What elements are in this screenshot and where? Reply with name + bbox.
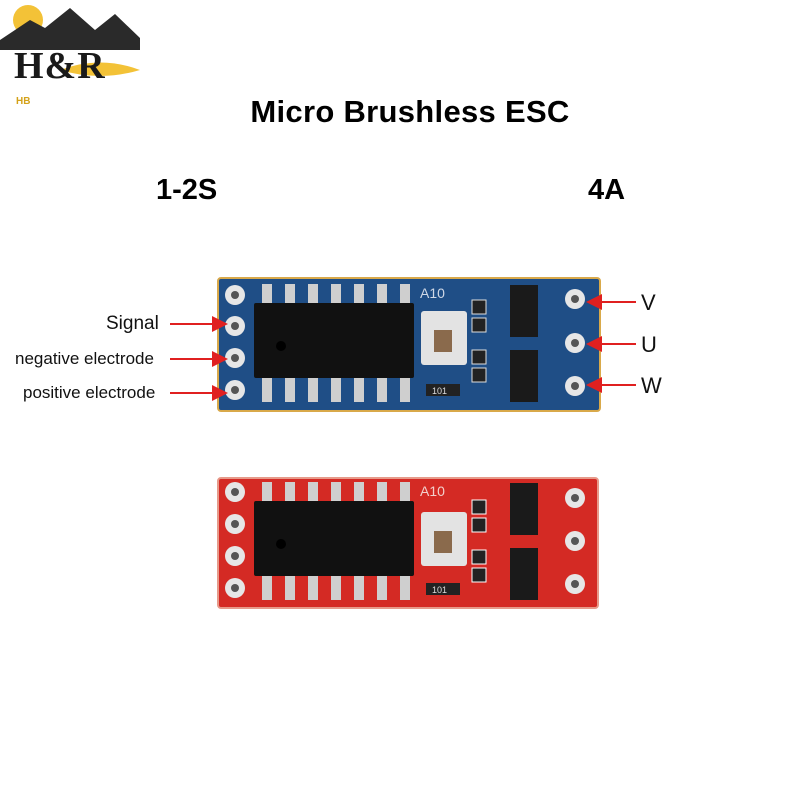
blue-mosfet	[510, 285, 538, 337]
red-mcu-chip	[254, 501, 414, 576]
logo-text: H&R	[14, 45, 106, 87]
spec-current: 4A	[588, 174, 626, 206]
brand-logo: H&R HB	[0, 0, 150, 110]
blue-motor-pads	[565, 289, 585, 396]
red-esc-board: A10 101	[217, 477, 599, 609]
signal-label: Signal	[106, 313, 159, 334]
logo-mountain-graphic	[0, 5, 140, 76]
red-input-pads	[225, 482, 245, 598]
red-motor-pads	[565, 488, 585, 594]
logo-subtext: HB	[16, 96, 31, 107]
spec-cells: 1-2S	[156, 174, 218, 206]
phase-v-label: V	[641, 290, 656, 315]
page-title: Micro Brushless ESC	[250, 94, 570, 129]
red-mosfet	[510, 483, 538, 535]
red-resistor-label: 101	[432, 585, 447, 595]
red-mosfet	[510, 548, 538, 600]
phase-u-label: U	[641, 332, 657, 357]
blue-mcu-chip	[254, 303, 414, 378]
blue-esc-board: A10 101	[217, 277, 601, 412]
phase-w-label: W	[641, 373, 662, 398]
red-silkscreen-label: A10	[420, 483, 445, 499]
blue-input-pads	[225, 285, 245, 400]
positive-electrode-label: positive electrode	[23, 383, 156, 402]
negative-electrode-label: negative electrode	[15, 349, 154, 368]
label-arrows	[170, 294, 636, 401]
blue-silkscreen-label: A10	[420, 285, 445, 301]
blue-mosfet	[510, 350, 538, 402]
blue-resistor-label: 101	[432, 386, 447, 396]
